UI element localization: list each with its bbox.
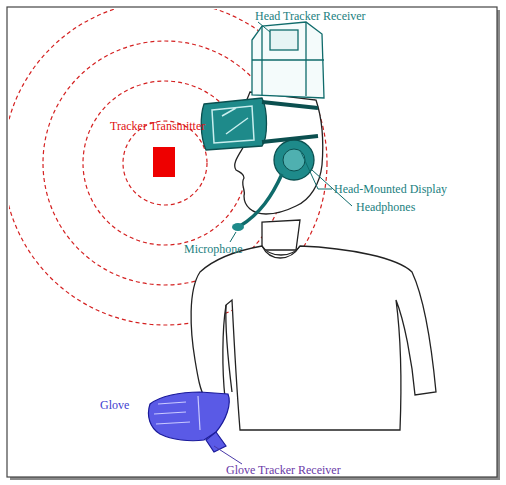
head-mounted-display (201, 98, 266, 150)
part-label: Glove Tracker Receiver (226, 463, 341, 477)
part-label: Head Tracker Receiver (255, 9, 366, 23)
part-label: Head-Mounted Display (334, 182, 447, 196)
tracker-transmitter (153, 147, 175, 177)
frame (7, 7, 497, 477)
glove (148, 392, 229, 452)
part-label: Glove (100, 398, 129, 412)
leader-line (230, 22, 352, 242)
person (191, 22, 436, 430)
leader-line (214, 446, 242, 464)
microphone (240, 174, 282, 226)
part-label: Headphones (356, 200, 415, 214)
tracker-label: Tracker Transmitter (110, 119, 205, 133)
part-label: Microphone (184, 242, 243, 256)
headphones (274, 140, 314, 180)
